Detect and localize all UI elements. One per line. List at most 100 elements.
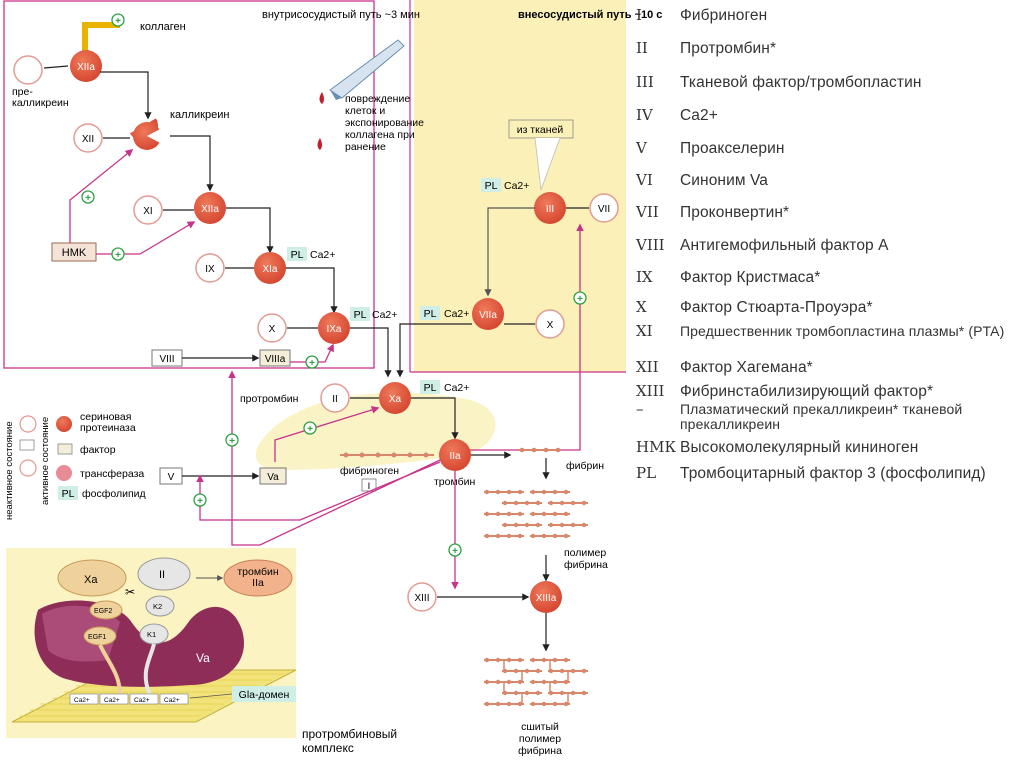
svg-text:PL: PL [291,249,304,261]
legend-text: Ca2+ [680,107,718,124]
svg-text:+: + [577,294,583,305]
svg-text:IXa: IXa [326,324,341,335]
svg-text:+: + [309,358,315,369]
svg-text:Ca2+: Ca2+ [104,697,120,704]
node-XIIa-top [70,50,102,82]
svg-text:XIIa: XIIa [77,62,95,73]
svg-text:+: + [452,546,458,557]
svg-text:EGF1: EGF1 [88,634,106,641]
legend-number: PL [636,464,657,482]
fibrin-monomers [518,447,561,453]
key-inactive: неактивное состояние [4,421,15,520]
svg-text:Ca2+: Ca2+ [444,308,469,320]
collagen-arrow [82,22,120,52]
svg-text:X: X [269,324,276,335]
legend-text: Синоним Va [680,172,769,189]
key-active: активное состояние [40,417,51,505]
legend-number: II [636,39,648,57]
from-tissue-label: из тканей [517,124,564,136]
prothrombin-label: протромбин [240,393,299,405]
svg-text:Gla-домен: Gla-домен [239,689,290,701]
svg-text:Xa: Xa [389,394,402,405]
node-X-extrinsic [535,309,565,339]
fibrin-label: фибрин [566,460,604,472]
svg-text:IIa: IIa [449,451,461,462]
svg-text:XIIIa: XIIIa [536,593,557,604]
legend-number: XI [636,322,653,340]
node-VIIa [472,298,504,330]
scissors-icon: ✂ [125,585,135,599]
legend-text: Плазматический прекалликреин* тканевой п… [680,401,963,432]
legend-number: VII [636,203,659,221]
svg-text:PL: PL [62,488,75,500]
key-phospholipid: фосфолипид [82,488,146,500]
key-transferase: трансфераза [80,468,144,480]
node-III [534,192,566,224]
svg-text:+: + [229,436,235,447]
legend-text: Проконвертин* [680,204,790,221]
node-XII [73,123,103,153]
svg-text:Xa: Xa [84,574,98,586]
legend-text: Фибринстабилизирующий фактор* [680,383,934,400]
kallikrein-label: калликреин [170,109,229,121]
activation-band [255,392,496,470]
svg-text:Va: Va [196,651,210,665]
svg-text:VIII: VIII [159,354,174,365]
node-II [320,383,350,413]
legend-text: Предшественник тромбопластина плазмы* (P… [680,323,1005,339]
node-XIIa [194,192,226,224]
legend-text: Фибриноген [680,7,768,24]
legend-number: I [636,6,642,24]
node-VII [589,193,619,223]
svg-text:XI: XI [143,206,152,217]
svg-text:Va: Va [267,472,279,483]
legend-number: – [636,400,644,418]
svg-text:PL: PL [354,309,367,321]
svg-text:Ca2+: Ca2+ [134,697,150,704]
svg-text:Ca2+: Ca2+ [74,697,90,704]
node-XIII [407,582,437,612]
plus-icon [111,13,125,27]
legend-row: – Плазматический прекалликреин* тканевой … [636,400,1010,432]
scalpel-icon [317,39,405,150]
prekallikrein-label: пре-калликреин [12,86,69,109]
fibrinogen-molecule [340,452,434,458]
svg-text:Ca2+: Ca2+ [504,180,529,192]
fibrin-polymer [484,489,588,539]
legend-number: VIII [636,236,665,254]
legend-row: VII Проконвертин* [636,203,789,222]
svg-text:Ca2+: Ca2+ [164,697,180,704]
legend-number: III [636,73,654,91]
pl-box [287,247,307,261]
node-VIIIa [259,349,291,367]
svg-text:PL: PL [424,382,437,394]
svg-text:XIa: XIa [262,264,277,275]
legend-text: Фактор Кристмаса* [680,269,821,286]
node-Va [259,467,287,485]
legend-number: IV [636,106,653,124]
svg-text:VIIa: VIIa [479,310,497,321]
legend-text: Тромбоцитарный фактор 3 (фосфолипид) [680,465,986,482]
legend-number: НМК [636,438,677,456]
node-X-intrinsic [257,313,287,343]
svg-text:EGF2: EGF2 [94,608,112,615]
svg-text:+: + [115,16,121,27]
legend-row: XI Предшественник тромбопластина плазмы* … [636,322,1010,340]
gla-domain [232,686,296,702]
svg-text:VII: VII [598,204,610,215]
legend-text: Фактор Хагемана* [680,359,813,376]
svg-text:X: X [547,320,554,331]
extrinsic-title: внесосудистый путь ~10 с [518,9,662,21]
legend-number: VI [636,171,653,189]
svg-text:PL: PL [424,308,437,320]
